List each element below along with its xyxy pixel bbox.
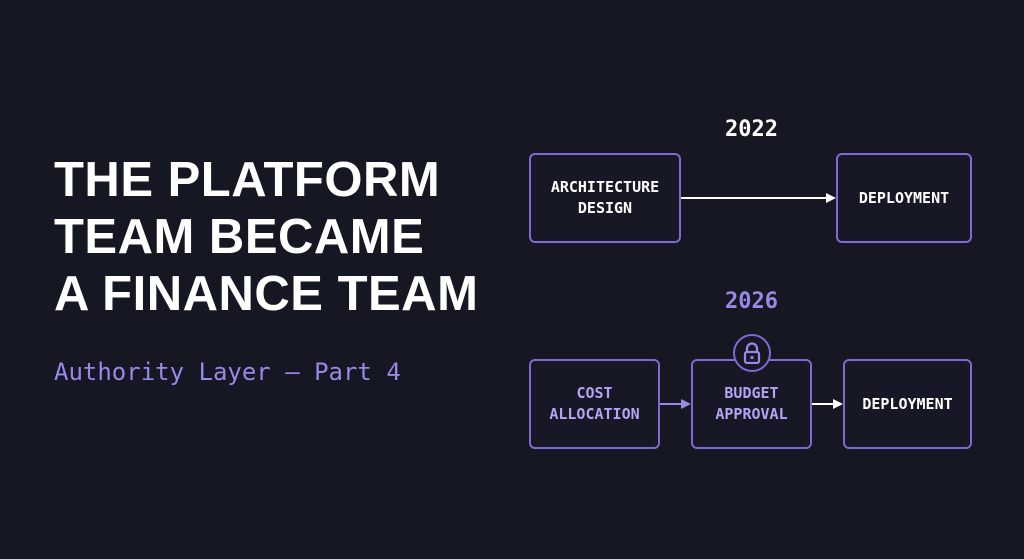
subtitle: Authority Layer — Part 4 [54, 358, 401, 386]
headline-line-2: TEAM BECAME [54, 210, 425, 264]
box-deployment-2022: DEPLOYMENT [836, 153, 972, 243]
box-deployment-2026: DEPLOYMENT [843, 359, 972, 449]
box-architecture-design: ARCHITECTURE DESIGN [529, 153, 681, 243]
headline: THE PLATFORM TEAM BECAME A FINANCE TEAM [54, 152, 478, 323]
year-2026-label: 2026 [725, 289, 778, 314]
year-2022-label: 2022 [725, 117, 778, 142]
headline-line-1: THE PLATFORM [54, 153, 441, 207]
box-cost-allocation: COST ALLOCATION [529, 359, 660, 449]
headline-line-3: A FINANCE TEAM [54, 267, 479, 321]
lock-icon [733, 334, 771, 372]
box-budget-approval: BUDGET APPROVAL [691, 359, 812, 449]
